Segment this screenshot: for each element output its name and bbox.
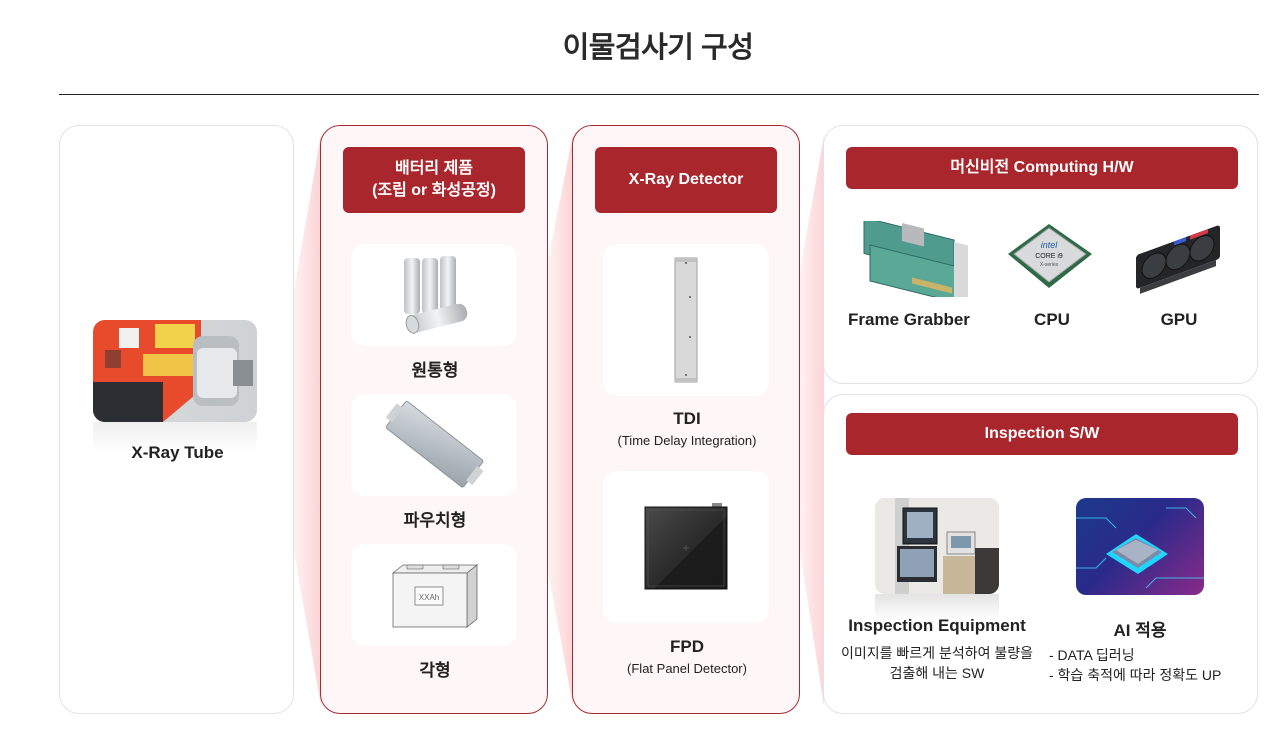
cylindrical-battery-image [404,256,468,334]
prismatic-label: 각형 [419,661,451,680]
prismatic-battery-image: XXAh [391,564,479,628]
x-ray-tube-image [93,320,257,422]
frame-grabber-label: Frame Grabber [848,310,970,329]
connector-tube-to-battery [293,126,321,714]
tdi-detector-image [674,257,698,383]
page-title: 이물검사기 구성 [562,32,754,64]
computing-hw-card: 머신비전 Computing H/W Frame Grabber intel C… [823,125,1258,384]
inspection-equipment-image [875,498,999,594]
tdi-sublabel: (Time Delay Integration) [617,433,757,448]
ai-desc-2: - 학습 축적에 따라 정확도 UP [1049,667,1222,683]
pouch-battery-image [385,400,484,488]
prismatic-battery-text: XXAh [419,593,439,602]
battery-header: 배터리 제품 (조립 or 화성공정) [343,147,525,213]
frame-grabber-image [863,221,968,297]
connector-battery-to-detector [547,126,573,714]
svg-text:X-series: X-series [1040,262,1059,268]
battery-card: 배터리 제품 (조립 or 화성공정) 원통형 파우치형 [320,125,548,714]
inspection-equipment-desc-2: 검출해 내는 SW [889,665,985,681]
cylindrical-battery-tile [351,244,517,346]
pouch-battery-tile [351,394,517,496]
xray-tube-card: X-Ray Tube [59,125,294,714]
gpu-image [1136,225,1220,294]
detector-header: X-Ray Detector [595,147,777,213]
cpu-image: intel CORE i9 X-series [1008,224,1092,288]
gpu-label: GPU [1160,310,1198,329]
ai-desc-1: - DATA 딥러닝 [1049,647,1135,663]
detector-card: X-Ray Detector TDI (Time Delay Integrati… [572,125,800,714]
ai-label: AI 적용 [1113,621,1167,640]
inspection-sw-header: Inspection S/W [846,413,1238,455]
tdi-label: TDI [673,409,701,428]
title-divider [59,94,1259,95]
fpd-detector-tile [603,471,769,623]
svg-text:CORE i9: CORE i9 [1035,253,1063,260]
x-ray-tube-reflection [93,422,257,452]
inspection-equipment-label: Inspection Equipment [848,616,1026,635]
x-ray-tube-label: X-Ray Tube [131,443,224,462]
inspection-equipment-reflection [875,594,999,620]
pouch-label: 파우치형 [403,511,467,530]
fpd-detector-image [644,503,728,590]
svg-text:intel: intel [1041,240,1059,250]
fpd-sublabel: (Flat Panel Detector) [627,661,747,676]
tdi-detector-tile [603,244,769,396]
inspection-sw-card: Inspection S/W Inspection Equipment 이미지를… [823,394,1258,714]
prismatic-battery-tile: XXAh [351,544,517,646]
connector-detector-to-computing [799,126,824,714]
cpu-label: CPU [1034,310,1070,329]
inspection-equipment-desc-1: 이미지를 빠르게 분석하여 불량을 [841,645,1033,661]
computing-hw-header: 머신비전 Computing H/W [846,147,1238,189]
fpd-label: FPD [670,637,704,656]
ai-chip-image [1076,498,1204,595]
cylindrical-label: 원통형 [411,361,459,380]
